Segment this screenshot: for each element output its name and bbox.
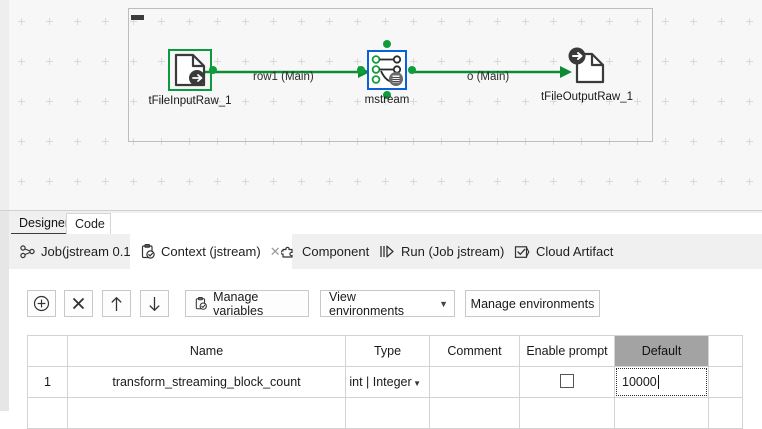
view-environments-label: View environments — [329, 289, 405, 318]
connection-o[interactable] — [412, 66, 572, 78]
tab-designer[interactable]: Designer — [11, 213, 78, 235]
connection-row1-label: row1 (Main) — [253, 71, 314, 83]
arrow-down-icon — [149, 296, 160, 311]
table-row-empty[interactable] — [27, 397, 743, 429]
component-mstream[interactable]: mstream — [357, 40, 416, 106]
component-label: tFileOutputRaw_1 — [540, 91, 634, 103]
move-up-button[interactable] — [102, 290, 131, 317]
default-value-input[interactable]: 10000 — [616, 368, 707, 396]
tab-component-label: Component — [302, 244, 370, 259]
run-play-icon — [380, 245, 394, 258]
manage-variables-button[interactable]: Manage variables — [185, 289, 309, 318]
context-variables-table[interactable]: Name Type Comment Enable prompt Default … — [27, 335, 743, 429]
col-rownum[interactable] — [27, 335, 68, 367]
col-spacer — [708, 335, 743, 367]
toolbar-gutter — [0, 269, 9, 329]
cell-default[interactable]: 10000 — [614, 366, 709, 398]
tab-job[interactable]: Job(jstream 0.1) — [9, 234, 146, 269]
manage-environments-label: Manage environments — [470, 296, 595, 311]
table-row[interactable]: 1 transform_streaming_block_count int | … — [27, 366, 743, 398]
component-output-handle[interactable] — [209, 66, 217, 74]
context-clipboard-icon — [141, 244, 155, 259]
component-tfileinputraw-1[interactable]: tFileInputRaw_1 — [148, 49, 232, 107]
component-input-handle[interactable] — [357, 66, 365, 74]
component-label: mstream — [364, 94, 410, 106]
cell-enable-prompt[interactable] — [519, 397, 615, 429]
connection-o-label: o (Main) — [467, 71, 510, 83]
manage-environments-button[interactable]: Manage environments — [465, 290, 600, 317]
close-icon[interactable]: ✕ — [269, 243, 281, 259]
col-type[interactable]: Type — [345, 335, 430, 367]
cell-comment[interactable] — [429, 366, 520, 398]
component-selection-box — [565, 46, 609, 88]
context-table-area: Name Type Comment Enable prompt Default … — [0, 329, 762, 429]
component-tfileoutputraw-1[interactable]: tFileOutputRaw_1 — [541, 46, 633, 103]
component-bottom-handle[interactable] — [383, 91, 391, 99]
editor-mode-tabbar: Designer Code — [0, 210, 762, 235]
view-environments-select[interactable]: View environments ▼ — [320, 289, 455, 318]
editor-tabbar-gutter — [0, 211, 9, 235]
file-output-icon — [568, 47, 605, 84]
tab-component[interactable]: Component — [270, 234, 380, 269]
remove-variable-button[interactable] — [64, 290, 93, 317]
cell-type[interactable] — [345, 397, 430, 429]
cell-spacer — [708, 397, 743, 429]
job-design-canvas[interactable]: row1 (Main) o (Main) tFileInputRaw_1 — [0, 0, 762, 210]
tab-run-label: Run (Job jstream) — [401, 244, 505, 259]
cell-name[interactable]: transform_streaming_block_count — [67, 366, 346, 398]
chevron-down-icon[interactable]: ▼ — [413, 379, 421, 388]
table-header-row: Name Type Comment Enable prompt Default — [27, 335, 743, 367]
enable-prompt-checkbox[interactable] — [560, 373, 574, 388]
col-comment[interactable]: Comment — [429, 335, 520, 367]
cloud-artifact-icon — [514, 245, 530, 258]
tab-code[interactable]: Code — [66, 213, 114, 235]
cell-rownum: 1 — [27, 366, 68, 398]
cell-default[interactable] — [614, 397, 709, 429]
tab-cloud-artifact-label: Cloud Artifact — [536, 244, 614, 259]
cell-type[interactable]: int | Integer ▼ — [345, 366, 430, 398]
view-tabbar: Job(jstream 0.1) Context (jstream) ✕ Com… — [0, 234, 762, 270]
tab-run[interactable]: Run (Job jstream) — [368, 234, 515, 269]
tab-cloud-artifact[interactable]: Cloud Artifact — [503, 234, 624, 269]
file-input-icon — [174, 53, 206, 87]
text-cursor — [657, 375, 659, 389]
table-gutter — [0, 329, 9, 411]
subjob-container[interactable] — [128, 8, 653, 142]
type-select-value: int | Integer — [349, 375, 412, 389]
component-label: tFileInputRaw_1 — [148, 95, 232, 107]
component-selection-box — [168, 49, 212, 91]
add-variable-button[interactable] — [27, 290, 56, 317]
job-graph-icon — [20, 244, 35, 258]
cell-comment[interactable] — [429, 397, 520, 429]
cell-spacer — [708, 366, 743, 398]
tab-context[interactable]: Context (jstream) ✕ — [130, 234, 292, 269]
component-top-handle[interactable] — [383, 40, 391, 48]
col-enable-prompt[interactable]: Enable prompt — [519, 335, 615, 367]
component-output-handle[interactable] — [408, 66, 416, 74]
plus-circle-icon — [33, 295, 50, 312]
arrow-up-icon — [111, 296, 122, 311]
col-default[interactable]: Default — [614, 335, 709, 367]
subjob-collapse-toggle[interactable] — [131, 15, 144, 20]
cell-enable-prompt[interactable] — [519, 366, 615, 398]
tab-context-label: Context (jstream) — [161, 244, 261, 259]
move-down-button[interactable] — [140, 290, 169, 317]
canvas-left-gutter — [0, 0, 9, 210]
manage-variables-label: Manage variables — [213, 289, 264, 318]
cell-rownum — [27, 397, 68, 429]
clipboard-check-icon — [195, 296, 207, 310]
view-tabbar-gutter — [0, 234, 9, 269]
component-selection-box — [367, 50, 407, 90]
tab-job-label: Job(jstream 0.1) — [41, 244, 135, 259]
editor-tabbar-filler — [110, 213, 762, 235]
default-value-text: 10000 — [622, 375, 657, 389]
context-toolbar: Manage variables View environments ▼ Man… — [0, 269, 762, 329]
puzzle-piece-icon — [281, 246, 293, 258]
chevron-down-icon: ▼ — [439, 298, 448, 309]
col-name[interactable]: Name — [67, 335, 346, 367]
tmap-stream-icon — [369, 52, 405, 88]
close-x-icon — [72, 297, 85, 310]
cell-name[interactable] — [67, 397, 346, 429]
